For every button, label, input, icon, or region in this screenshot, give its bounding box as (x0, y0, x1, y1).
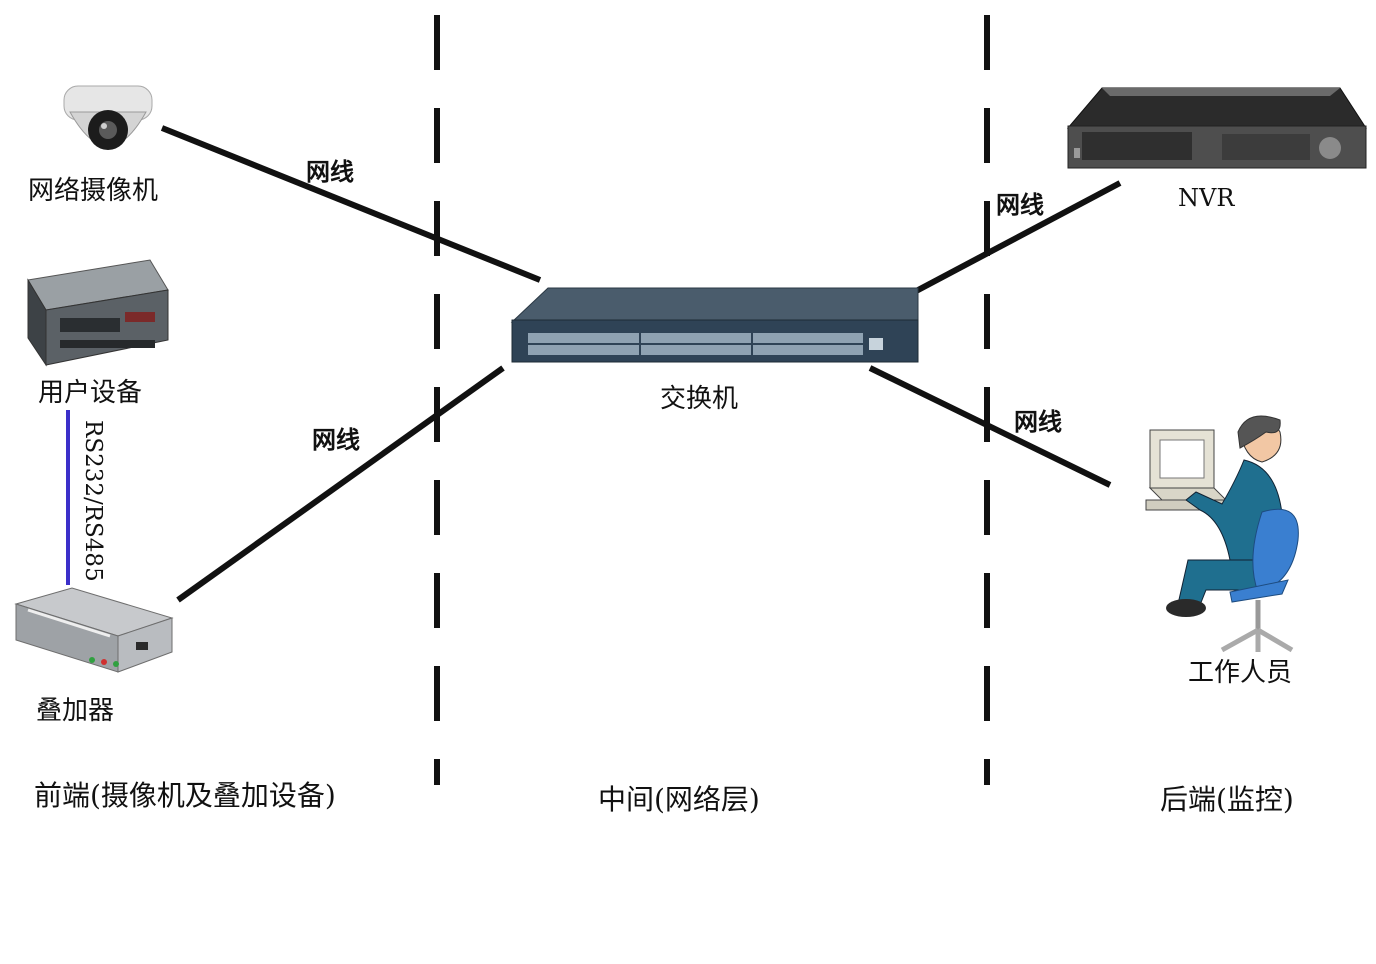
cable-overlay-switch (176, 365, 505, 603)
overlay-box-icon (14, 587, 174, 673)
nvr-icon (1066, 87, 1367, 169)
cable-switch-staff (868, 365, 1112, 488)
user-device-label: 用户设备 (38, 378, 143, 408)
section-back-title: 后端(监控) (1160, 783, 1294, 816)
operator-icon (1145, 415, 1299, 653)
nvr-label: NVR (1178, 184, 1235, 212)
camera-label: 网络摄像机 (28, 176, 159, 206)
switch-icon (510, 287, 919, 363)
cable-switch-nvr (901, 180, 1122, 301)
cable-label-camera: 网线 (306, 158, 354, 186)
cable-label-staff: 网线 (1014, 408, 1062, 436)
plc-device-icon (27, 259, 169, 367)
section-middle-title: 中间(网络层) (598, 783, 760, 816)
cable-label-overlay: 网线 (312, 426, 360, 454)
cable-label-nvr: 网线 (996, 191, 1044, 219)
switch-label: 交换机 (660, 384, 739, 414)
staff-label: 工作人员 (1188, 658, 1293, 688)
camera-icon (63, 85, 153, 150)
serial-link-label: RS232/RS485 (80, 420, 106, 582)
section-front-title: 前端(摄像机及叠加设备) (34, 779, 336, 812)
cable-camera-switch (160, 125, 542, 283)
overlay-label: 叠加器 (36, 696, 115, 726)
